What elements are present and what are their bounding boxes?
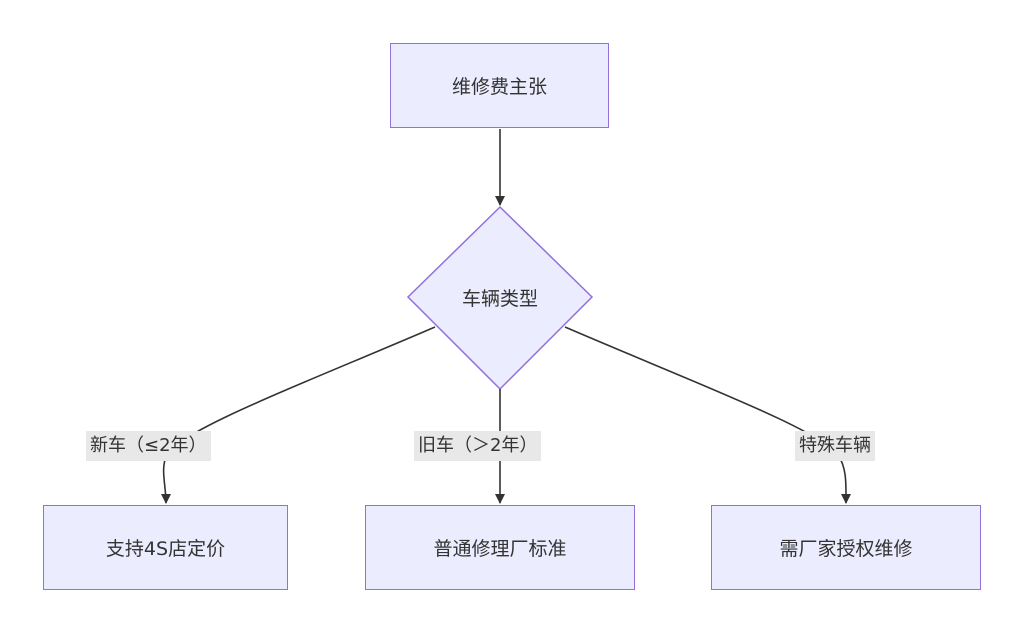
node-old-car-result-label: 普通修理厂标准 bbox=[433, 538, 567, 560]
edge-decision-to-new-car bbox=[160, 326, 436, 504]
node-start: 维修费主张 bbox=[390, 43, 609, 128]
node-decision-label: 车辆类型 bbox=[461, 287, 538, 310]
edge-label-new-car: 新车（≤2年） bbox=[86, 431, 211, 461]
edge-decision-to-special bbox=[564, 326, 852, 504]
node-special-result: 需厂家授权维修 bbox=[711, 505, 981, 590]
node-new-car-result: 支持4S店定价 bbox=[43, 505, 288, 590]
node-start-label: 维修费主张 bbox=[451, 76, 547, 98]
node-new-car-result-label: 支持4S店定价 bbox=[105, 538, 226, 560]
edge-label-special: 特殊车辆 bbox=[795, 431, 875, 461]
edge-label-old-car: 旧车（＞2年） bbox=[414, 431, 542, 461]
node-special-result-label: 需厂家授权维修 bbox=[779, 538, 913, 560]
node-old-car-result: 普通修理厂标准 bbox=[365, 505, 635, 590]
